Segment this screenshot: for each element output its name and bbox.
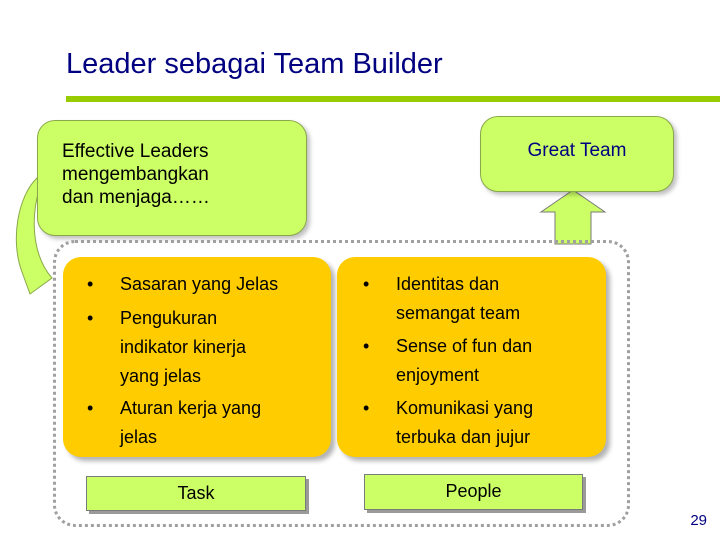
people-panel: • Identitas dan semangat team • Sense of… xyxy=(337,257,606,457)
task-label: Task xyxy=(86,476,306,511)
bullet-symbol: • xyxy=(363,336,370,356)
up-arrow xyxy=(539,189,607,245)
effective-leaders-box: Effective Leaders mengembangkan dan menj… xyxy=(37,120,307,236)
bullet-symbol: • xyxy=(363,398,370,418)
people-item-line: semangat team xyxy=(396,303,521,323)
task-item-line: yang jelas xyxy=(120,366,202,386)
curved-arrow-left xyxy=(15,177,53,295)
bullet-symbol: • xyxy=(87,274,94,294)
effective-leaders-line: Effective Leaders xyxy=(62,141,209,162)
task-item-line: indikator kinerja xyxy=(120,337,247,357)
people-item-line: Komunikasi yang xyxy=(396,398,534,418)
people-item-line: Identitas dan xyxy=(396,274,500,294)
people-item-line: terbuka dan jujur xyxy=(396,427,531,447)
bullet-symbol: • xyxy=(87,308,94,328)
task-item-line: Sasaran yang Jelas xyxy=(120,274,279,294)
page-number: 29 xyxy=(690,512,707,529)
people-item-line: enjoyment xyxy=(396,365,480,385)
slide-title: Leader sebagai Team Builder xyxy=(66,48,443,80)
team-frame xyxy=(53,240,630,527)
task-item-line: Aturan kerja yang xyxy=(120,398,262,418)
people-label: People xyxy=(364,474,583,510)
effective-leaders-line: mengembangkan xyxy=(62,164,209,185)
bullet-symbol: • xyxy=(363,274,370,294)
task-item-line: Pengukuran xyxy=(120,308,218,328)
people-item-line: Sense of fun dan xyxy=(396,336,533,356)
bullet-symbol: • xyxy=(87,398,94,418)
task-item-line: jelas xyxy=(120,427,158,447)
great-team-label: Great Team xyxy=(527,140,627,161)
title-underline xyxy=(66,96,720,102)
effective-leaders-line: dan menjaga…… xyxy=(62,187,210,208)
task-panel: • Sasaran yang Jelas • Pengukuran indika… xyxy=(63,257,331,457)
great-team-box: Great Team xyxy=(480,116,674,192)
